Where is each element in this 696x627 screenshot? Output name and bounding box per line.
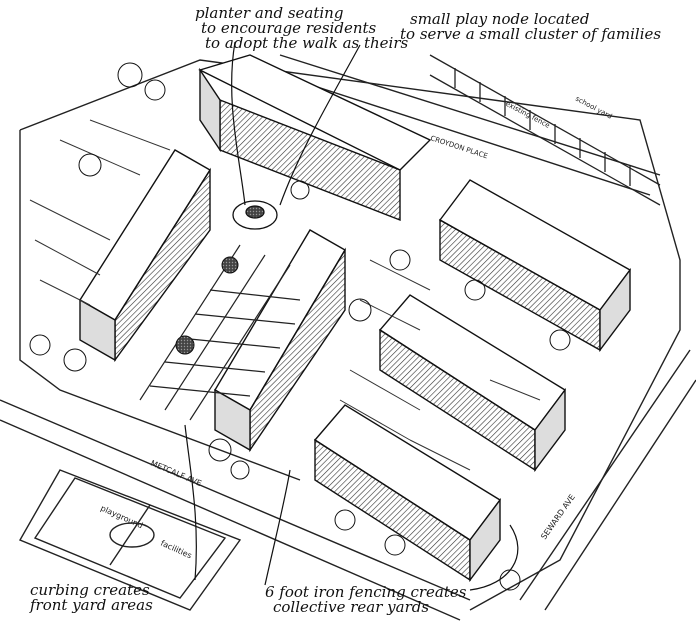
playground-area [18,469,242,611]
play-node-shrub [175,256,239,355]
facilities-label: facilities [159,539,193,561]
school-yard-label: school yard [574,95,613,121]
street-label-right: SEWARD AVE [539,493,577,541]
pedestrian-walk [139,244,301,421]
annotation-fencing-line-2: collective rear yards [273,598,430,616]
building-row-right-middle [378,294,567,473]
annotation-planter: planter and seating to encourage residen… [195,6,408,51]
street-label-top: CROYDON PLACE [429,134,488,160]
trees [29,62,571,591]
annotation-play-node-line-2: to serve a small cluster of families [400,25,662,43]
annotation-fencing-line-1: 6 foot iron fencing creates [265,583,467,601]
annotation-curbing-line-1: curbing creates [30,581,150,599]
street-label-bottom: METCALF AVE [149,459,203,489]
planter-seating [232,200,278,230]
annotation-fencing: 6 foot iron fencing creates collective r… [265,585,466,615]
annotation-play-node: small play node located to serve a small… [400,12,661,42]
building-row-top [198,54,432,222]
building-row-left [79,149,211,363]
building-row-right-upper [438,179,632,353]
building-row-bottom [313,404,502,583]
leader-lines [184,41,519,591]
annotation-planter-line-2: to encourage residents [201,19,377,37]
existing-fence [429,54,661,206]
annotation-planter-line-1: planter and seating [195,4,344,22]
annotation-curbing-line-2: front yard areas [30,596,153,614]
playground-label: playground [99,504,144,531]
annotation-planter-line-3: to adopt the walk as theirs [205,34,409,52]
annotation-curbing: curbing creates front yard areas [30,583,153,613]
building-row-center [214,229,346,453]
annotation-play-node-line-1: small play node located [410,10,590,28]
